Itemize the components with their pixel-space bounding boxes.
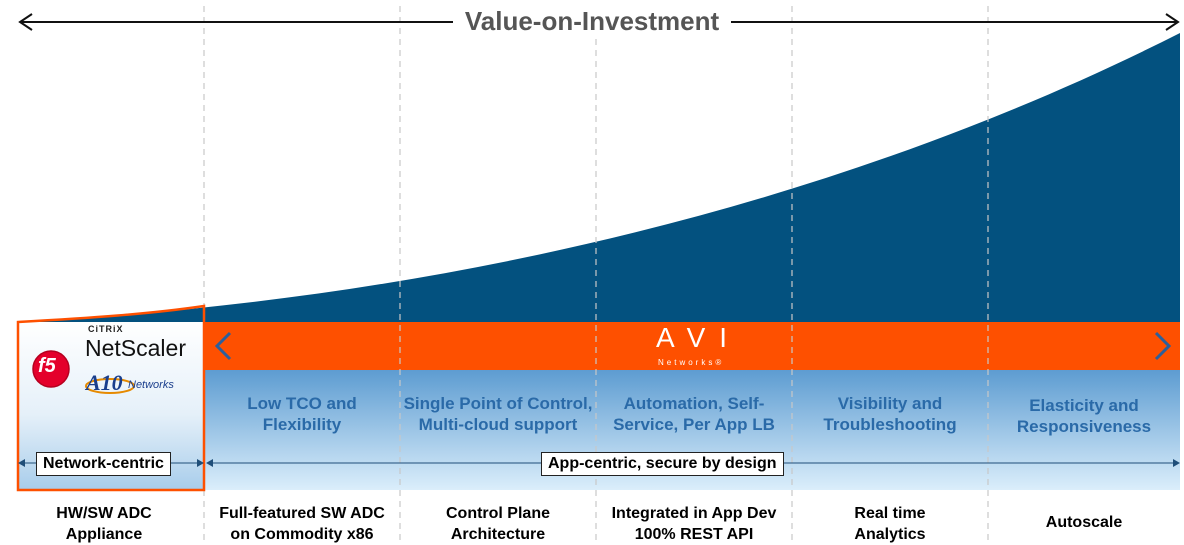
benefit-label: Automation, Self- Service, Per App LB (596, 393, 792, 435)
benefit-label: Elasticity and Responsiveness (988, 395, 1180, 437)
bottom-line: Control Plane (445, 505, 550, 522)
avi-bar (204, 322, 1180, 370)
benefit-line: Multi-cloud support (418, 415, 578, 434)
arrow-left-head (18, 13, 33, 31)
bottom-line: Appliance (65, 526, 143, 543)
benefit-line: Visibility and (837, 394, 943, 413)
benefit-line: Elasticity and (1029, 396, 1139, 415)
benefit-line: Flexibility (262, 415, 342, 434)
arrow-left-head (206, 459, 213, 467)
bottom-label: Autoscale (988, 512, 1180, 533)
a10-swoosh (85, 378, 135, 394)
bottom-line: Full-featured SW ADC (219, 505, 385, 522)
bottom-label: Integrated in App Dev 100% REST API (596, 503, 792, 545)
f5-logo-circle (33, 351, 69, 387)
avi-logo-sub: Networks® (658, 358, 725, 367)
bottom-line: Integrated in App Dev (611, 505, 777, 522)
page-title: Value-on-Investment (0, 6, 1184, 37)
bottom-label: Full-featured SW ADC on Commodity x86 (204, 503, 400, 545)
app-centric-tag: App-centric, secure by design (541, 452, 784, 476)
bottom-line: Analytics (854, 526, 926, 543)
bottom-line: Autoscale (1045, 514, 1123, 531)
f5-logo-text: f5 (38, 355, 56, 377)
a10-networks-logo: Networks (128, 379, 174, 391)
benefit-line: Responsiveness (1016, 417, 1152, 436)
bottom-label: Real time Analytics (792, 503, 988, 545)
chevron-left-icon[interactable] (214, 331, 232, 361)
avi-logo: AVI (656, 322, 742, 353)
bottom-line: Architecture (450, 526, 546, 543)
citrix-logo: CiTRiX (88, 324, 124, 334)
legacy-box-outline (16, 304, 206, 492)
benefit-line: Troubleshooting (823, 415, 957, 434)
arrow-right-head (1173, 459, 1180, 467)
bottom-line: HW/SW ADC (56, 505, 152, 522)
arrow-left-head (18, 459, 25, 467)
arrow-right-head (1165, 13, 1180, 31)
arrow-right-head (197, 459, 204, 467)
benefit-line: Service, Per App LB (613, 415, 775, 434)
bottom-label: HW/SW ADC Appliance (4, 503, 204, 545)
benefit-label: Visibility and Troubleshooting (792, 393, 988, 435)
netscaler-logo: NetScaler (85, 335, 186, 361)
network-centric-tag: Network-centric (36, 452, 171, 476)
benefit-label: Single Point of Control, Multi-cloud sup… (396, 393, 600, 435)
f5-logo-ring (32, 350, 70, 388)
benefit-line: Single Point of Control, (403, 394, 593, 413)
benefit-label: Low TCO and Flexibility (204, 393, 400, 435)
benefit-line: Automation, Self- (623, 394, 765, 413)
benefit-line: Low TCO and (247, 394, 357, 413)
bottom-line: on Commodity x86 (230, 526, 374, 543)
value-curve-area (18, 33, 1180, 322)
chevron-right-icon[interactable] (1154, 331, 1172, 361)
bottom-line: 100% REST API (634, 526, 754, 543)
bottom-line: Real time (854, 505, 926, 522)
title-text: Value-on-Investment (452, 6, 732, 36)
bottom-label: Control Plane Architecture (400, 503, 596, 545)
a10-logo: A10 (86, 370, 123, 395)
